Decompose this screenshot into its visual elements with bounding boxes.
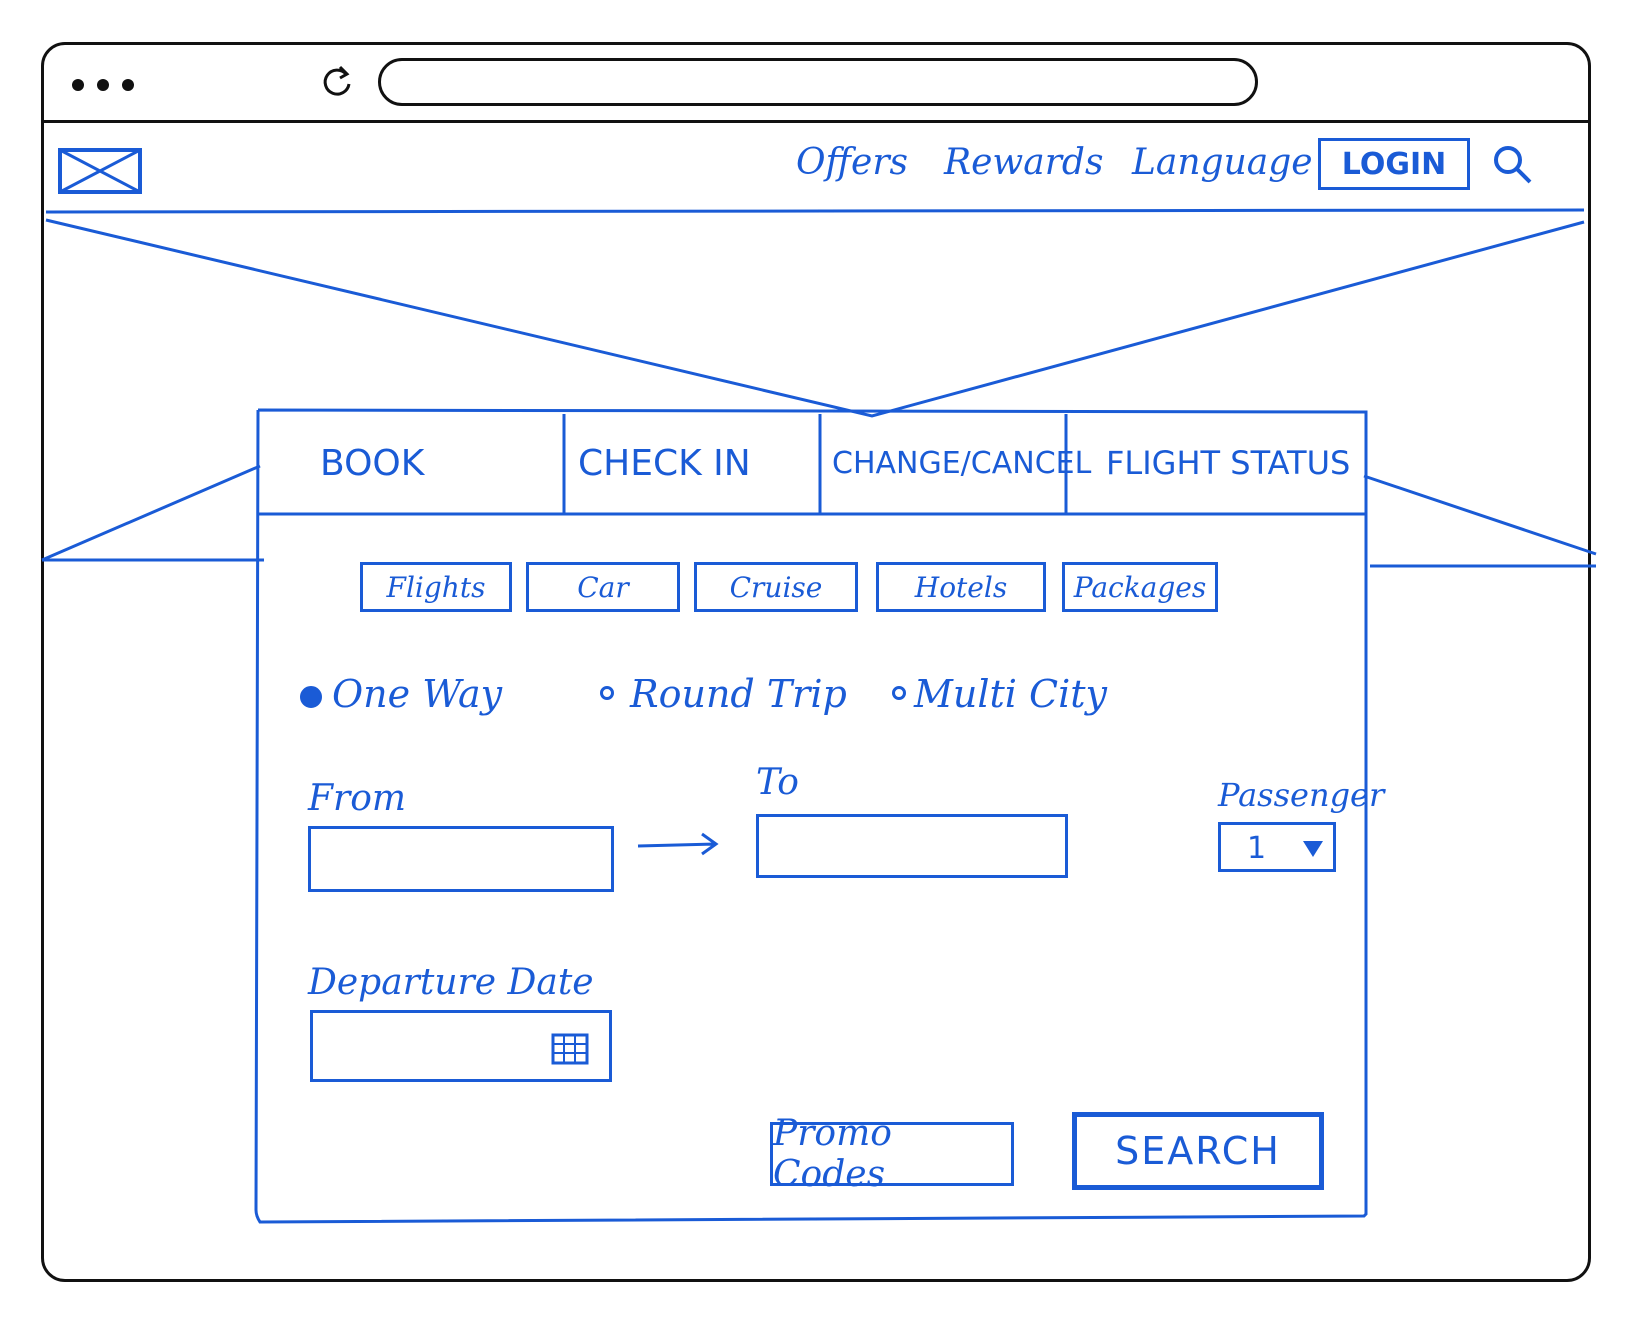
promo-codes-button[interactable]: Promo Codes: [770, 1113, 1014, 1195]
nav-link-rewards[interactable]: Rewards: [944, 142, 1104, 183]
passenger-label: Passenger: [1218, 776, 1385, 814]
radio-label-round-trip: Round Trip: [630, 672, 847, 716]
reload-icon[interactable]: [318, 62, 356, 100]
window-dot-icon: [72, 79, 84, 91]
address-bar[interactable]: [378, 58, 1258, 106]
tab-flight-status[interactable]: FLIGHT STATUS: [1106, 444, 1351, 482]
to-input[interactable]: [756, 814, 1068, 878]
nav-link-offers[interactable]: Offers: [796, 142, 909, 183]
radio-multi-city[interactable]: [892, 686, 906, 700]
nav-link-language[interactable]: Language: [1132, 142, 1313, 183]
category-hotels[interactable]: Hotels: [876, 562, 1046, 612]
browser-window: [41, 42, 1591, 1282]
radio-round-trip[interactable]: [600, 686, 614, 700]
tab-book[interactable]: BOOK: [320, 442, 425, 484]
logo-icon[interactable]: [58, 148, 142, 194]
search-icon[interactable]: [1490, 142, 1536, 188]
passenger-value: 1: [1247, 831, 1267, 866]
category-flights[interactable]: Flights: [360, 562, 512, 612]
departure-date-input[interactable]: [310, 1010, 612, 1082]
radio-label-one-way: One Way: [332, 672, 503, 716]
departure-date-label: Departure Date: [308, 962, 594, 1003]
calendar-icon[interactable]: [551, 1033, 589, 1065]
category-car[interactable]: Car: [526, 562, 680, 612]
dropdown-arrow-icon: [1303, 841, 1323, 857]
tab-check-in[interactable]: CHECK IN: [578, 442, 751, 484]
window-dot-icon: [122, 79, 134, 91]
category-packages[interactable]: Packages: [1062, 562, 1218, 612]
passenger-select[interactable]: 1: [1218, 822, 1336, 872]
browser-toolbar-divider: [41, 120, 1591, 123]
radio-one-way[interactable]: [300, 686, 322, 708]
tab-change-cancel[interactable]: CHANGE/CANCEL: [832, 445, 1092, 481]
radio-label-multi-city: Multi City: [914, 672, 1108, 716]
category-cruise[interactable]: Cruise: [694, 562, 858, 612]
from-label: From: [308, 778, 406, 819]
arrow-right-icon: [637, 832, 719, 856]
from-input[interactable]: [308, 826, 614, 892]
window-dot-icon: [97, 79, 109, 91]
to-label: To: [756, 762, 799, 803]
search-button[interactable]: SEARCH: [1072, 1112, 1324, 1190]
login-button[interactable]: LOGIN: [1318, 138, 1470, 190]
